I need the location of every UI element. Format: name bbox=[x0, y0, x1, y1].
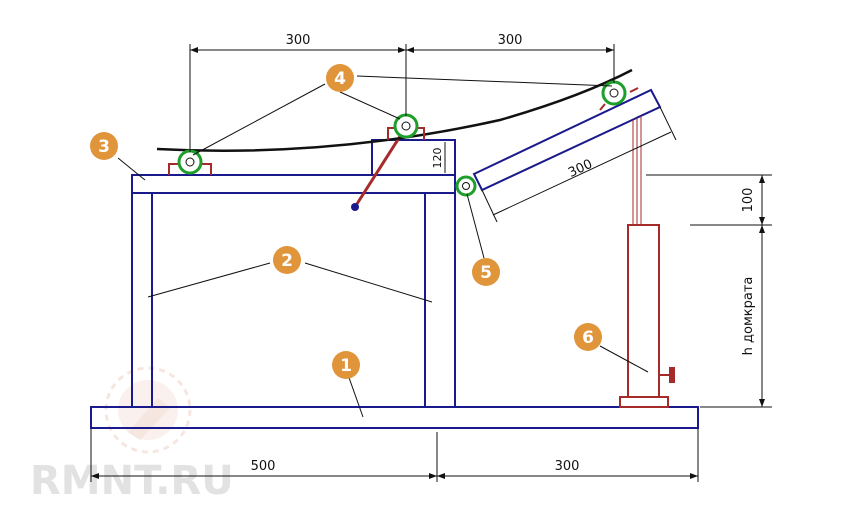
frame-leg-left bbox=[131, 192, 153, 408]
lever bbox=[353, 126, 408, 208]
dim-incline: 300 bbox=[566, 157, 595, 181]
roller-icon bbox=[177, 149, 203, 175]
dim-bottom-right: 300 bbox=[555, 459, 580, 474]
dim-bottom-left: 500 bbox=[251, 459, 276, 474]
watermark-text: RMNT.RU bbox=[30, 458, 234, 504]
dimension-lines bbox=[90, 44, 772, 482]
roller-icon bbox=[601, 80, 627, 106]
callout-badge-6: 6 bbox=[574, 323, 602, 351]
dim-block-height: 120 bbox=[431, 148, 444, 169]
raised-block bbox=[371, 139, 456, 176]
callout-badge-1: 1 bbox=[332, 351, 360, 379]
callout-leaders bbox=[117, 75, 649, 418]
callout-label-5: 5 bbox=[480, 263, 492, 283]
dim-top-right: 300 bbox=[498, 33, 523, 48]
dim-vertical-100: 100 bbox=[741, 188, 756, 213]
inclined-arm bbox=[472, 88, 662, 192]
hydraulic-jack bbox=[619, 116, 675, 408]
watermark-logo-icon bbox=[104, 366, 192, 454]
top-beam bbox=[131, 174, 456, 194]
dim-top-left: 300 bbox=[286, 33, 311, 48]
dimension-arrows bbox=[91, 47, 765, 479]
dim-jack-height: h домкрата bbox=[741, 277, 756, 356]
pipe-curve bbox=[156, 68, 633, 152]
callout-label-6: 6 bbox=[582, 328, 594, 348]
roller-bracket-right bbox=[599, 87, 639, 111]
roller-bracket-left bbox=[168, 163, 212, 175]
callout-label-4: 4 bbox=[334, 69, 346, 89]
callout-label-3: 3 bbox=[98, 137, 110, 157]
callout-label-2: 2 bbox=[281, 251, 293, 271]
roller-icon bbox=[455, 175, 477, 197]
lever-pivot bbox=[351, 203, 359, 211]
roller-icon bbox=[393, 113, 419, 139]
base-plate bbox=[90, 406, 699, 429]
callout-badge-3: 3 bbox=[90, 132, 118, 160]
callout-badge-2: 2 bbox=[273, 246, 301, 274]
frame-leg-right bbox=[424, 192, 456, 408]
callout-badge-5: 5 bbox=[472, 258, 500, 286]
callout-label-1: 1 bbox=[340, 356, 352, 376]
callout-badge-4: 4 bbox=[326, 64, 354, 92]
